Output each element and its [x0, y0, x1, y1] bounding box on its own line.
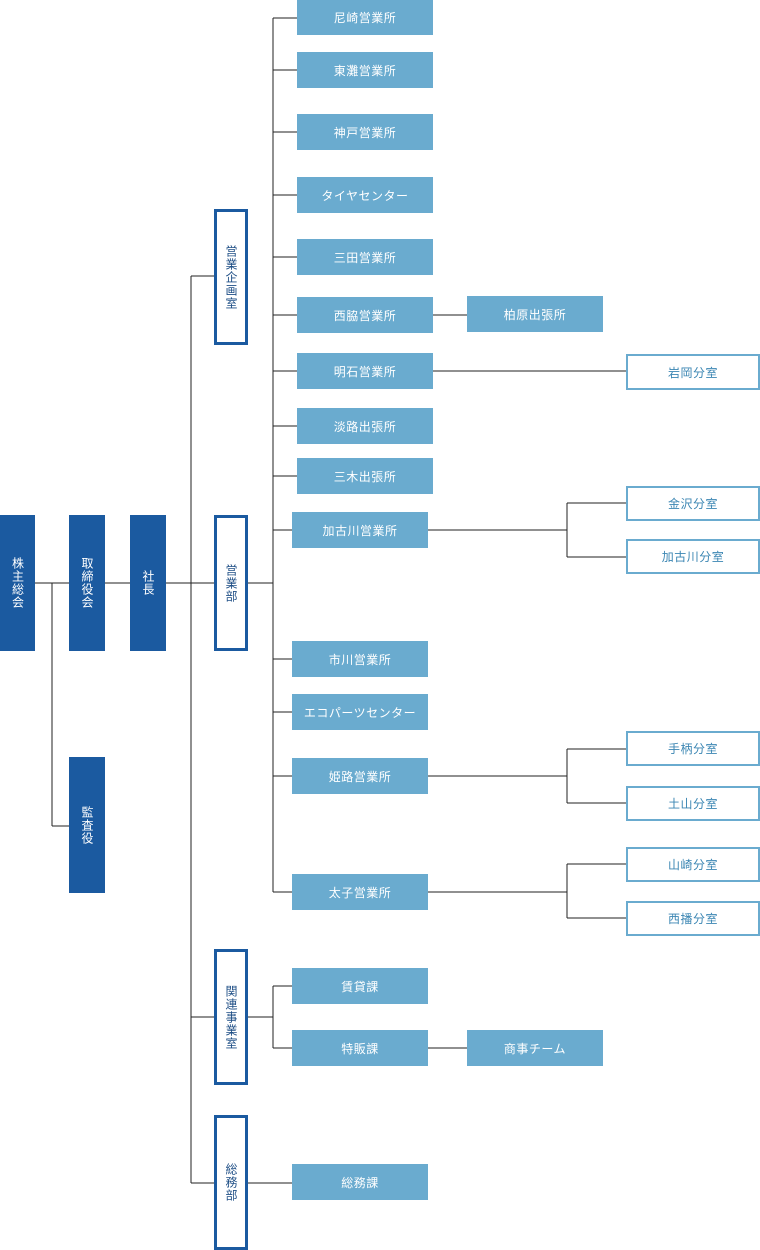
office-taishi: 太子営業所: [292, 874, 428, 910]
auditor-box: 監査役: [69, 757, 105, 893]
subunit-iwaoka: 岩岡分室: [626, 354, 760, 390]
shareholders-meeting-box: 株主総会: [0, 515, 35, 651]
office-higashinada: 東灘営業所: [297, 52, 433, 88]
unit-special-sales: 特販課: [292, 1030, 428, 1066]
sales-planning-box: 営業企画室: [214, 209, 248, 345]
office-miki: 三木出張所: [297, 458, 433, 494]
box-label: 監査役: [80, 805, 94, 845]
subunit-nishiharima: 西播分室: [626, 901, 760, 936]
president-box: 社長: [130, 515, 166, 651]
sales-division-box: 営業部: [214, 515, 248, 651]
office-amagasaki: 尼崎営業所: [297, 0, 433, 35]
unit-general-affairs-section: 総務課: [292, 1164, 428, 1200]
unit-trading-team: 商事チーム: [467, 1030, 603, 1066]
office-akashi: 明石営業所: [297, 353, 433, 389]
box-label: 営業企画室: [224, 244, 238, 310]
box-label: 営業部: [224, 563, 238, 603]
affiliates-box: 関連事業室: [214, 949, 248, 1085]
general-affairs-box: 総務部: [214, 1115, 248, 1250]
office-himeji: 姫路営業所: [292, 758, 428, 794]
office-ichikawa: 市川営業所: [292, 641, 428, 677]
box-label: 株主総会: [10, 557, 25, 609]
office-tire-center: タイヤセンター: [297, 177, 433, 213]
office-awaji: 淡路出張所: [297, 408, 433, 444]
office-kobe: 神戸営業所: [297, 114, 433, 150]
office-nishiwaki: 西脇営業所: [297, 297, 433, 333]
unit-rental: 賃貸課: [292, 968, 428, 1004]
subunit-kanazawa: 金沢分室: [626, 486, 760, 521]
subunit-kakogawa-branch: 加古川分室: [626, 539, 760, 574]
office-kakogawa: 加古川営業所: [292, 512, 428, 548]
subunit-kashihara: 柏原出張所: [467, 296, 603, 332]
box-label: 社長: [141, 570, 155, 596]
subunit-yamasaki: 山崎分室: [626, 847, 760, 882]
box-label: 取締役会: [80, 557, 94, 609]
subunit-tsuchiyama: 土山分室: [626, 786, 760, 821]
office-sanda: 三田営業所: [297, 239, 433, 275]
subunit-tegara: 手柄分室: [626, 731, 760, 766]
office-eco-parts: エコパーツセンター: [292, 694, 428, 730]
board-of-directors-box: 取締役会: [69, 515, 105, 651]
box-label: 総務部: [224, 1163, 238, 1202]
box-label: 関連事業室: [224, 984, 238, 1050]
